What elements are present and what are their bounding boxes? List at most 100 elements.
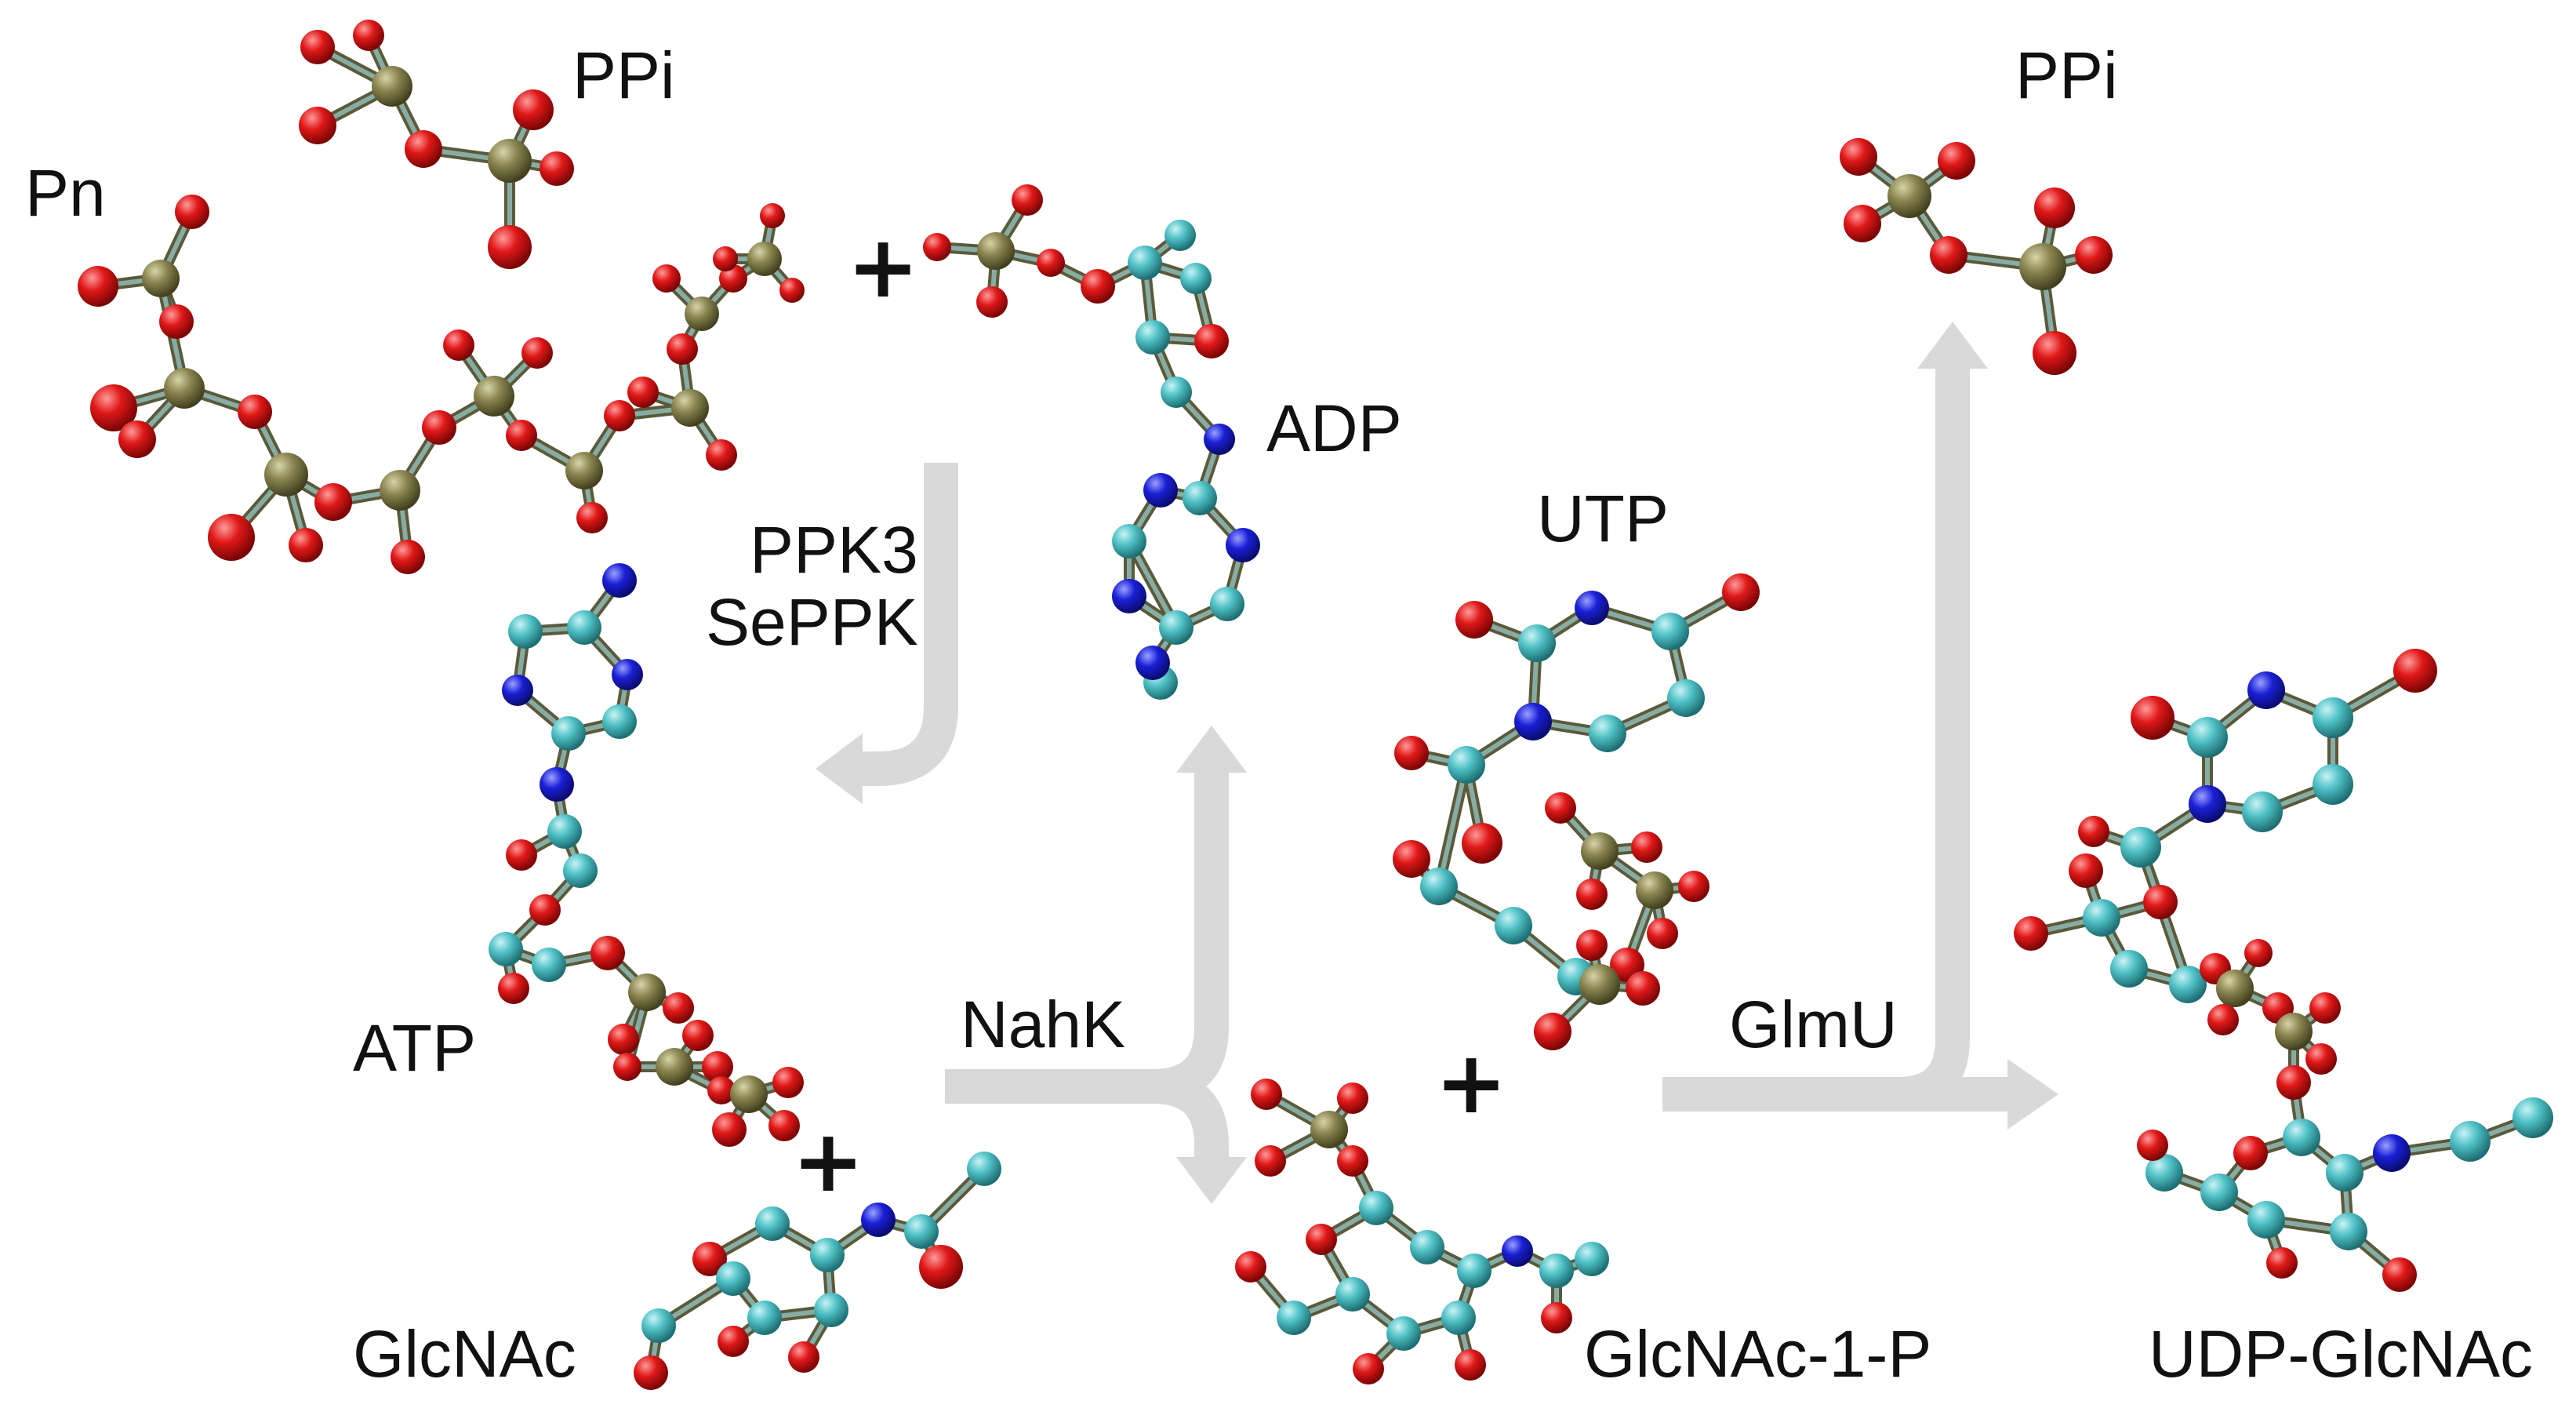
carbon-atom [2120, 827, 2161, 868]
oxygen-atom [1545, 792, 1576, 824]
nitrogen-atom [1143, 473, 1178, 508]
oxygen-atom [1455, 601, 1493, 639]
oxygen-atom [667, 333, 698, 365]
molecule-utp [1393, 573, 1760, 1050]
carbon-atom [602, 704, 637, 739]
oxygen-atom [299, 107, 336, 144]
oxygen-atom [706, 439, 737, 471]
oxygen-atom [1541, 1302, 1572, 1333]
nitrogen-atom [1226, 528, 1260, 562]
oxygen-atom [159, 304, 194, 339]
carbon-atom [1210, 587, 1244, 621]
molecule-adp [923, 184, 1260, 700]
nitrogen-atom [1575, 591, 1609, 625]
oxygen-atom [2033, 331, 2076, 375]
label-utp: UTP [1537, 482, 1669, 555]
oxygen-atom [2393, 649, 2437, 693]
oxygen-atom [1844, 205, 1881, 242]
glmu-arrowhead-up [1917, 322, 1988, 369]
carbon-atom [1410, 1230, 1444, 1264]
nitrogen-atom [602, 563, 637, 598]
label-udp-glcnac: UDP-GlcNAc [2149, 1317, 2534, 1391]
oxygen-atom [1722, 573, 1760, 611]
oxygen-atom [788, 1341, 819, 1373]
molecule-ppi-right [1840, 138, 2113, 375]
carbon-atom [551, 716, 586, 751]
phosphorus-atom [2275, 1013, 2313, 1050]
carbon-atom [2450, 1121, 2491, 1162]
oxygen-atom [719, 264, 747, 293]
molecule-models [78, 20, 2553, 1390]
carbon-atom [1420, 868, 1458, 905]
oxygen-atom [289, 528, 323, 562]
phosphorus-atom [474, 376, 514, 417]
molecule-glcnac-1-p [1235, 1079, 1609, 1384]
oxygen-atom [1194, 324, 1229, 358]
oxygen-atom [663, 992, 694, 1024]
oxygen-atom [604, 400, 635, 431]
oxygen-atom [1930, 236, 1967, 274]
oxygen-atom [353, 20, 384, 51]
carbon-atom [1359, 1191, 1393, 1225]
ppk-arrow-shaft [859, 463, 958, 786]
nitrogen-atom [1514, 703, 1552, 740]
oxygen-atom [1251, 1079, 1282, 1110]
plus-sign-atp-glcnac: + [792, 1111, 865, 1211]
oxygen-atom [2069, 853, 2103, 888]
nitrogen-atom [2189, 785, 2226, 823]
oxygen-atom [2244, 939, 2273, 967]
oxygen-atom [1631, 831, 1662, 863]
oxygen-atom [175, 195, 209, 229]
carbon-atom [1589, 715, 1626, 752]
carbon-atom [532, 948, 566, 982]
phosphorus-atom [977, 232, 1015, 270]
oxygen-atom [682, 1020, 714, 1051]
carbon-atom [2200, 1173, 2238, 1211]
phosphorus-atom [2216, 970, 2254, 1007]
oxygen-atom [1576, 879, 1608, 910]
carbon-atom [2313, 764, 2353, 805]
oxygen-atom [923, 233, 951, 261]
oxygen-atom [498, 973, 529, 1004]
label-atp: ATP [353, 1011, 477, 1085]
oxygen-atom [90, 384, 137, 431]
oxygen-atom [2075, 236, 2113, 274]
carbon-atom [1539, 1253, 1574, 1288]
phosphorus-atom [565, 452, 603, 489]
oxygen-atom [529, 894, 561, 926]
reaction-arrows [816, 322, 2058, 1204]
carbon-atom [1651, 613, 1689, 650]
carbon-atom [547, 814, 582, 849]
phosphorus-atom [1579, 964, 1620, 1005]
phosphorus-atom [1887, 174, 1931, 218]
oxygen-atom [405, 130, 442, 168]
carbon-atom [1457, 1253, 1491, 1288]
oxygen-atom [627, 377, 659, 408]
oxygen-atom [760, 203, 785, 228]
oxygen-atom [2266, 1247, 2298, 1279]
phosphorus-atom [488, 139, 532, 183]
carbon-atom [2145, 1154, 2183, 1192]
carbon-atom [716, 1261, 750, 1296]
oxygen-atom [1235, 1251, 1266, 1283]
carbon-atom [2169, 966, 2207, 1003]
nitrogen-atom [2247, 671, 2285, 709]
oxygen-atom [2207, 1004, 2239, 1035]
ppk-arrowhead [816, 733, 863, 804]
glmu-arrowhead-right [2007, 1059, 2058, 1130]
phosphorus-atom [685, 297, 719, 331]
carbon-atom [755, 1206, 790, 1241]
carbon-atom [1386, 1316, 1421, 1351]
oxygen-atom [506, 839, 537, 871]
oxygen-atom [2131, 696, 2175, 740]
oxygen-atom [2143, 885, 2178, 919]
oxygen-atom [1647, 918, 1678, 949]
carbon-atom [2330, 1213, 2367, 1250]
carbon-atom [1448, 746, 1485, 784]
carbon-atom [489, 932, 523, 966]
oxygen-atom [613, 1053, 641, 1081]
nitrogen-atom [612, 659, 643, 690]
oxygen-atom [772, 1067, 804, 1098]
oxygen-atom [718, 1326, 749, 1357]
